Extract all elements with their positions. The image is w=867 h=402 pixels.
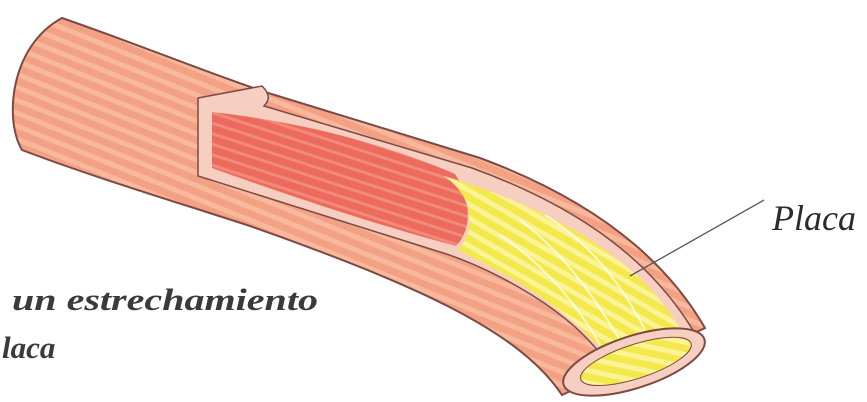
caption-line-2: laca — [2, 330, 55, 365]
leader-line — [630, 200, 764, 276]
caption-line-1: un estrechamiento — [12, 282, 318, 317]
plaque-label: Placa — [771, 198, 856, 238]
